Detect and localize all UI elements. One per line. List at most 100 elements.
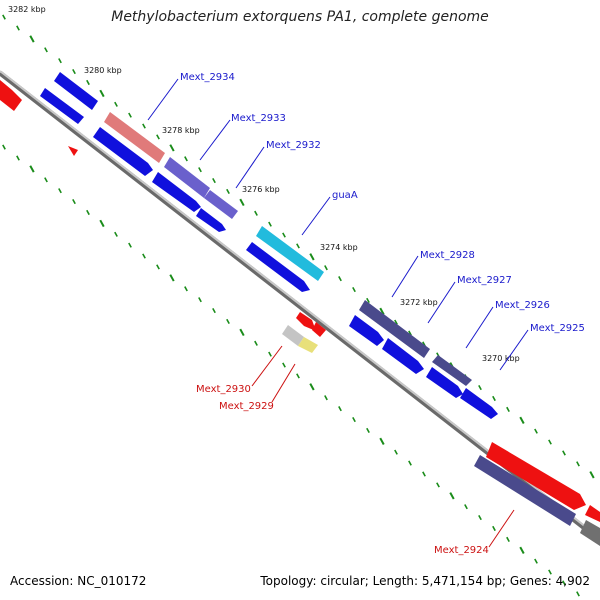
cds-mext-2933-arrow — [104, 112, 165, 163]
scale-tick — [352, 416, 356, 423]
scale-tick — [212, 177, 216, 184]
scale-tick — [394, 319, 398, 325]
cds-purple-small-arrow — [204, 190, 238, 219]
scale-tick — [366, 297, 370, 304]
cds-mext-2929-yellow-box — [298, 337, 318, 353]
kbp-label: 3270 kbp — [482, 354, 520, 363]
kbp-label: 3280 kbp — [84, 66, 122, 75]
cds-mext-2927-arrow — [382, 338, 424, 374]
scale-tick — [324, 265, 328, 271]
cds-mext-2925-arrow — [460, 388, 498, 419]
scale-tick — [198, 167, 202, 173]
scale-tick — [282, 232, 286, 238]
scale-tick — [2, 14, 6, 20]
scale-tick — [282, 362, 286, 368]
gene-label-mext-2926: Mext_2926 — [495, 300, 550, 311]
scale-tick — [184, 286, 188, 292]
scale-tick — [296, 373, 300, 379]
gene-label-mext-2925: Mext_2925 — [530, 323, 585, 334]
cds-guaa-arrow — [256, 226, 324, 281]
kbp-label: 3278 kbp — [162, 126, 200, 135]
scale-tick — [142, 253, 146, 259]
gene-label-mext-2933: Mext_2933 — [231, 113, 286, 124]
gene-label-mext-2929: Mext_2929 — [219, 401, 274, 412]
cds-mext-2935-arrow — [0, 80, 22, 111]
scale-tick — [128, 112, 132, 118]
scale-tick — [534, 428, 538, 434]
kbp-tick-rows — [2, 14, 595, 597]
scale-tick — [58, 58, 62, 64]
gene-label-mext-2932: Mext_2932 — [266, 140, 321, 151]
scale-tick — [226, 318, 230, 325]
cds-mext-2932-arrow — [164, 157, 210, 198]
scale-tick — [169, 274, 175, 282]
scale-tick — [492, 525, 496, 532]
cds-mext-2934b-arrow — [40, 88, 84, 124]
scale-tick — [44, 47, 48, 53]
scale-tick — [114, 101, 118, 107]
scale-tick — [169, 144, 175, 152]
cds-mext-2928b-arrow — [349, 315, 384, 346]
scale-tick — [589, 471, 595, 479]
scale-tick — [562, 580, 566, 586]
scale-tick — [464, 504, 468, 510]
scale-tick — [114, 231, 118, 237]
cds-mext-2934-arrow — [54, 72, 98, 110]
scale-tick — [254, 210, 258, 216]
scale-tick — [379, 307, 385, 316]
kbp-label: 3272 kbp — [400, 298, 438, 307]
kbp-label: 3276 kbp — [242, 185, 280, 194]
cds-mext-2930b-red-arrow — [312, 322, 326, 337]
scale-tick — [352, 286, 356, 293]
scale-tick — [212, 307, 216, 314]
scale-tick — [436, 482, 440, 488]
scale-tick — [16, 155, 20, 161]
scale-tick — [478, 385, 482, 391]
cds-red-small-arrow — [68, 146, 78, 156]
gene-label-mext-2930: Mext_2930 — [196, 384, 251, 395]
scale-tick — [562, 450, 566, 456]
scale-tick — [99, 89, 105, 98]
gene-labels: Mext_2934 Mext_2933 Mext_2932 guaA Mext_… — [180, 72, 585, 556]
scale-tick — [29, 35, 35, 43]
scale-tick — [534, 558, 538, 564]
scale-tick — [128, 242, 132, 248]
cds-blue-pair-arrow — [152, 172, 201, 212]
scale-tick — [324, 395, 328, 401]
cds-mext-2926b-arrow — [426, 367, 463, 398]
cds-right-edge-red-arrow — [585, 505, 600, 522]
cds-mext-2924-red-arrow — [486, 442, 586, 510]
scale-tick — [309, 383, 315, 391]
scale-tick — [519, 546, 525, 554]
scale-tick — [44, 177, 48, 183]
map-title: Methylobacterium extorquens PA1, complet… — [111, 9, 489, 25]
kbp-label: 3274 kbp — [320, 243, 358, 252]
scale-tick — [226, 188, 230, 195]
gene-label-mext-2934: Mext_2934 — [180, 72, 235, 83]
scale-tick — [156, 264, 160, 270]
cds-guaa-lower-arrow — [246, 242, 310, 292]
kbp-labels: 3282 kbp 3280 kbp 3278 kbp 3276 kbp 3274… — [8, 5, 520, 363]
cds-mext-2933b-arrow — [93, 127, 153, 176]
scale-tick — [408, 460, 412, 466]
scale-tick — [296, 243, 300, 249]
scale-tick — [394, 449, 398, 455]
accession-text: Accession: NC_010172 — [10, 574, 147, 588]
scale-tick — [198, 297, 202, 303]
scale-tick — [478, 515, 482, 521]
kbp-label: 3282 kbp — [8, 5, 46, 14]
gene-label-guaa: guaA — [332, 190, 358, 201]
gene-label-mext-2924: Mext_2924 — [434, 545, 489, 556]
cds-mext-2930-red-arrow — [296, 312, 316, 331]
scale-tick — [506, 406, 510, 412]
scale-tick — [379, 437, 385, 446]
scale-tick — [576, 591, 580, 597]
scale-tick — [16, 25, 20, 31]
scale-tick — [268, 351, 272, 357]
forward-strand-features — [0, 72, 600, 546]
scale-tick — [449, 492, 455, 500]
scale-tick — [72, 69, 76, 75]
scale-tick — [239, 198, 245, 207]
scale-tick — [2, 144, 6, 150]
